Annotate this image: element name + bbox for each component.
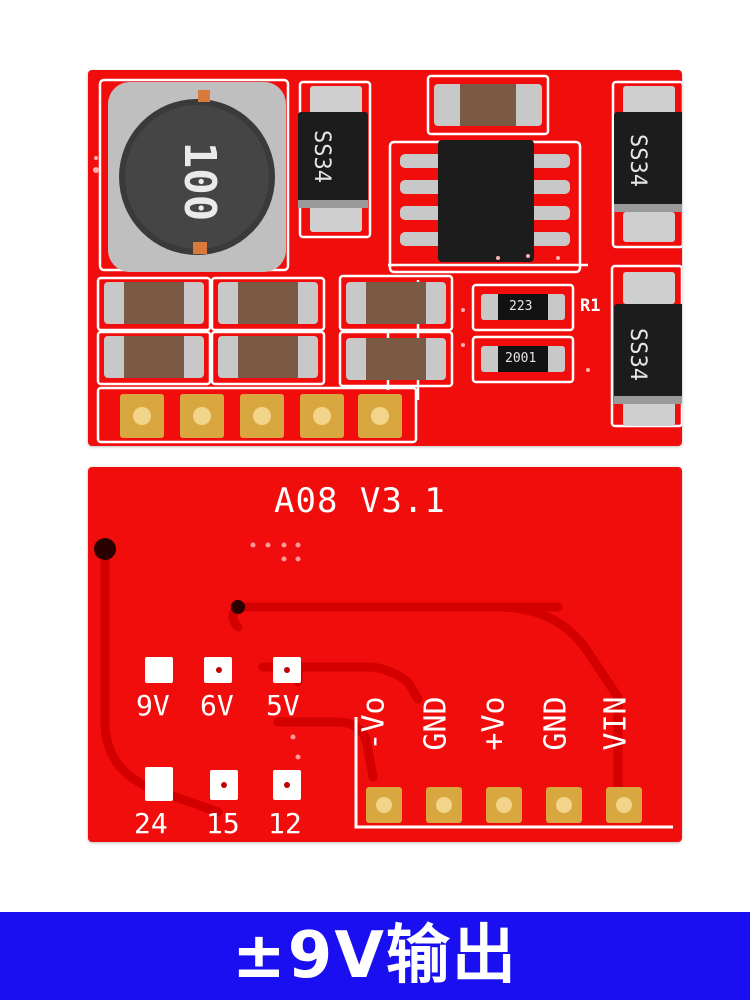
pad-row: [120, 394, 402, 438]
smd-resistor: [481, 346, 565, 372]
schottky-diode: [614, 272, 682, 426]
resistor-marking: 2001: [505, 351, 537, 366]
resistor-marking: 223: [509, 299, 533, 314]
capacitor-bank: [104, 282, 446, 380]
title-banner: ±9V输出: [0, 912, 750, 1000]
bottom-pcb-board: A08 V3.1 9V 6V 5V 24 15 12 -Vo GND +Vo G…: [88, 467, 682, 842]
pin-label-vin: VIN: [598, 696, 634, 751]
power-inductor: [108, 82, 286, 272]
diode-marking: SS34: [308, 130, 334, 183]
pin-label-gnd: GND: [418, 696, 454, 751]
banner-title: ±9V输出: [232, 919, 518, 993]
version-label: A08 V3.1: [274, 481, 446, 521]
top-pcb-artwork: [93, 74, 682, 444]
jumper-label: 15: [206, 807, 240, 840]
output-pads: [366, 787, 642, 823]
pin-label-gnd: GND: [538, 696, 574, 751]
inductor-marking: 100: [174, 141, 226, 222]
smd-capacitor: [434, 84, 542, 126]
diode-marking: SS34: [624, 328, 650, 381]
top-pcb-board: 100 SS34 SS34 SS34 223 2001 R1: [88, 70, 682, 446]
jumper-label: 12: [268, 807, 302, 840]
jumper-label: 24: [134, 807, 168, 840]
pin-label-pos-vo: +Vo: [476, 696, 512, 751]
schottky-diode: [298, 86, 368, 232]
schottky-diode: [614, 86, 682, 242]
jumper-label: 6V: [200, 689, 234, 722]
ic-chip: [400, 140, 570, 262]
jumper-pads-voltage: [145, 657, 301, 683]
jumper-label: 5V: [266, 689, 300, 722]
bottom-pcb-artwork: [94, 538, 673, 829]
smd-resistor: [481, 294, 565, 320]
pin-label-neg-vo: -Vo: [356, 696, 392, 751]
designator-r1: R1: [580, 296, 601, 316]
diode-marking: SS34: [624, 134, 650, 187]
jumper-pads-input: [145, 767, 301, 801]
jumper-label: 9V: [136, 689, 170, 722]
